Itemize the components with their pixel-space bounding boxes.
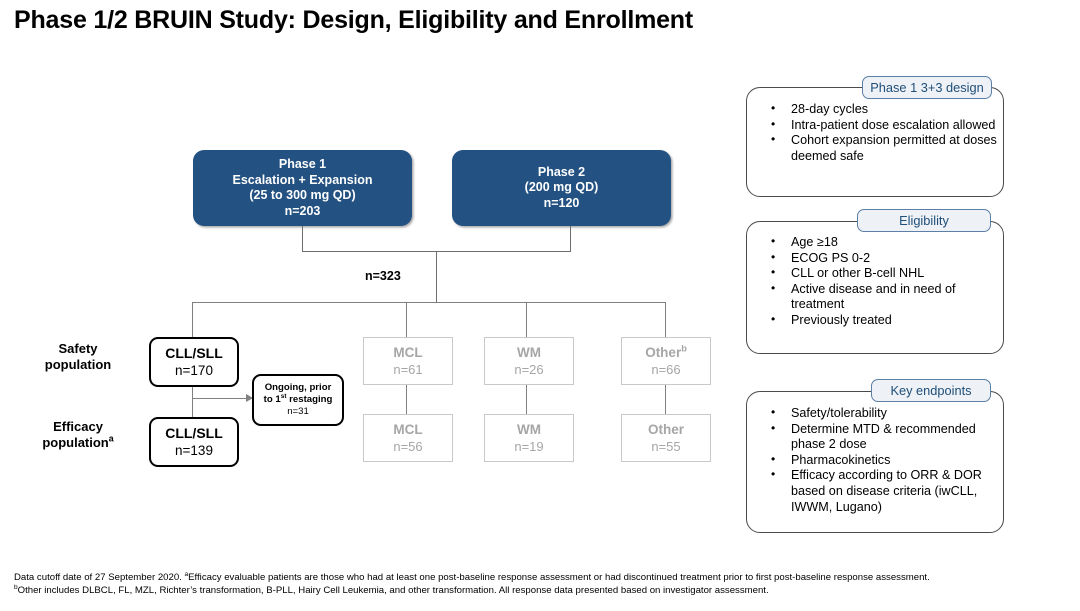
efficacy-mcl-title: MCL [393,422,423,437]
connector-ongoing-arrow-line [192,398,247,399]
ongoing-prior-restaging-box: Ongoing, prior to 1st restaging n=31 [252,374,344,426]
connector-phase2-down [570,226,571,252]
page-title: Phase 1/2 BRUIN Study: Design, Eligibili… [14,6,693,34]
panel-eligibility-item: Age ≥18 [747,234,1003,251]
footnote-line-2: bOther includes DLBCL, FL, MZL, Richter’… [14,583,1070,598]
efficacy-wm-title: WM [517,422,541,437]
panel-tab-eligibility: Eligibility [857,209,991,232]
phase-1-line-2: Escalation + Expansion [232,172,373,187]
efficacy-mcl-box: MCL n=56 [363,414,453,462]
arrowhead-icon [246,394,253,402]
safety-cll-sll-box: CLL/SLL n=170 [149,337,239,387]
phase-2-line-2: (200 mg QD) [524,180,599,195]
row-label-efficacy: Efficacy populationa [18,419,138,451]
safety-cll-sll-title: CLL/SLL [165,345,223,361]
efficacy-other-box: Other n=55 [621,414,711,462]
panel-eligibility-item: CLL or other B-cell NHL [747,265,1003,282]
phase-2-line-1: Phase 2 [537,164,586,179]
total-enrollment-label: n=323 [365,269,401,283]
connector-mcl-safety-to-efficacy [406,382,407,414]
safety-other-superscript: b [681,343,687,354]
footnote-line-2-post: Other includes DLBCL, FL, MZL, Richter’s… [17,584,769,596]
connector-distribution-bar [192,302,666,303]
footnote: Data cutoff date of 27 September 2020. a… [14,570,1070,598]
connector-cll-safety-to-efficacy [192,382,193,418]
connector-branch-other [665,302,666,338]
footnote-line-1-superscript: a [184,570,189,578]
panel-key-endpoints-item: Efficacy according to ORR & DOR based on… [747,467,1003,515]
safety-wm-count: n=26 [514,362,544,377]
row-label-safety-line-2: population [44,357,112,372]
safety-mcl-title: MCL [393,345,423,360]
panel-phase-1-design-item: Cohort expansion permitted at doses deem… [747,132,1003,164]
ongoing-line-2-superscript: st [280,392,287,400]
panel-eligibility-item: Previously treated [747,312,1003,329]
panel-phase-1-design-item: 28-day cycles [747,101,1003,118]
panel-key-endpoints-item: Pharmacokinetics [747,452,1003,469]
efficacy-other-count: n=55 [651,439,681,454]
safety-other-count: n=66 [651,362,681,377]
connector-other-safety-to-efficacy [665,382,666,414]
connector-merge-down [436,251,437,302]
panel-phase-1-design-item: Intra-patient dose escalation allowed [747,117,1003,134]
footnote-line-1-pre: Data cutoff date of 27 September 2020. [14,572,185,583]
panel-eligibility: Age ≥18 ECOG PS 0-2 CLL or other B-cell … [746,221,1004,354]
footnote-line-1: Data cutoff date of 27 September 2020. a… [14,570,1070,585]
phase-1-box: Phase 1 Escalation + Expansion (25 to 30… [193,150,412,226]
panel-eligibility-item: ECOG PS 0-2 [747,250,1003,267]
row-label-efficacy-word: population [42,435,109,450]
efficacy-cll-sll-title: CLL/SLL [165,425,223,441]
connector-branch-mcl [406,302,407,338]
safety-other-title: Otherb [645,344,687,361]
connector-branch-cll [192,302,193,338]
panel-tab-key-endpoints: Key endpoints [871,379,991,402]
footnote-line-2-superscript: b [14,583,18,591]
ongoing-line-2: to 1st restaging [263,392,333,406]
efficacy-mcl-count: n=56 [393,439,423,454]
row-label-safety: Safety population [18,341,138,373]
row-label-efficacy-superscript: a [108,433,114,444]
safety-other-title-text: Other [645,345,682,360]
panel-key-endpoints-item: Safety/tolerability [747,405,1003,422]
efficacy-wm-count: n=19 [514,439,544,454]
phase-1-line-1: Phase 1 [278,157,327,171]
footnote-line-1-post: Efficacy evaluable patients are those wh… [188,572,930,583]
panel-phase-1-design: 28-day cycles Intra-patient dose escalat… [746,87,1004,197]
ongoing-count: n=31 [287,406,309,417]
panel-eligibility-item: Active disease and in need of treatment [747,281,1003,313]
safety-mcl-count: n=61 [393,362,423,377]
efficacy-other-title: Other [647,422,684,437]
ongoing-line-2-post: restaging [286,394,333,405]
panel-key-endpoints-item: Determine MTD & recommended phase 2 dose [747,421,1003,453]
efficacy-wm-box: WM n=19 [484,414,574,462]
connector-branch-wm [526,302,527,338]
safety-other-box: Otherb n=66 [621,337,711,385]
panel-key-endpoints: Safety/tolerability Determine MTD & reco… [746,391,1004,533]
ongoing-line-1: Ongoing, prior [264,382,332,393]
connector-phase1-down [302,226,303,252]
efficacy-cll-sll-count: n=139 [175,443,213,458]
safety-mcl-box: MCL n=61 [363,337,453,385]
phase-1-line-3: (25 to 300 mg QD) [249,188,356,202]
ongoing-line-2-pre: to 1 [263,394,281,405]
row-label-efficacy-line-2: populationa [18,433,138,451]
safety-wm-box: WM n=26 [484,337,574,385]
safety-wm-title: WM [517,345,541,360]
safety-cll-sll-count: n=170 [175,363,213,378]
row-label-safety-line-1: Safety [58,341,98,356]
connector-wm-safety-to-efficacy [526,382,527,414]
row-label-efficacy-line-1: Efficacy [53,419,103,434]
phase-1-line-4: n=203 [284,203,321,218]
phase-2-line-3: n=120 [543,195,580,210]
efficacy-cll-sll-box: CLL/SLL n=139 [149,417,239,467]
panel-tab-phase-1-design: Phase 1 3+3 design [862,76,992,99]
phase-2-box: Phase 2 (200 mg QD) n=120 [452,150,671,226]
